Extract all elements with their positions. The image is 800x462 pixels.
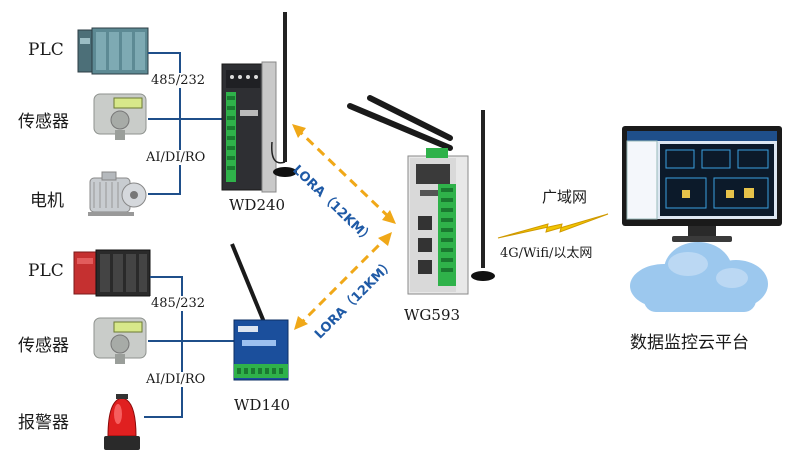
bus-line-sensor-top [148, 118, 228, 120]
wd140-device-image [228, 243, 292, 390]
cloud-platform-label: 数据监控云平台 [630, 333, 749, 353]
device-label-alarm: 报警器 [18, 413, 69, 433]
motor-device-image [82, 170, 148, 220]
bus-line-plc-bottom [150, 276, 182, 278]
plc-device-image-top [77, 27, 149, 75]
alarm-light-image [100, 392, 144, 454]
device-label-sensor-top: 传感器 [18, 112, 69, 132]
device-label-plc-top: PLC [28, 40, 64, 60]
wg593-antenna [468, 110, 498, 284]
device-label-sensor-bottom: 传感器 [18, 336, 69, 356]
bus-trunk-bottom [181, 276, 183, 418]
bus-label-aidiro-top: AI/DI/RO [145, 150, 207, 165]
cloud-icon [624, 238, 772, 318]
wd240-device-image [221, 61, 277, 193]
node-label-wd240: WD240 [229, 196, 286, 214]
plc-device-image-bottom [73, 249, 151, 297]
wan-label-bottom: 4G/Wifi/以太网 [500, 246, 593, 261]
device-label-plc-bottom: PLC [28, 261, 64, 281]
bus-line-alarm [144, 416, 182, 418]
node-label-wg593: WG593 [404, 306, 461, 324]
wd240-antenna [270, 12, 300, 178]
sensor-device-image-top [92, 92, 148, 142]
lightning-icon [497, 213, 609, 239]
wg593-gateway-image [347, 95, 500, 300]
sensor-device-image-bottom [92, 316, 148, 366]
bus-line-plc-top [148, 52, 180, 54]
node-label-wd140: WD140 [234, 396, 291, 414]
bus-line-sensor-bottom [148, 340, 234, 342]
bus-trunk-top [179, 52, 181, 195]
monitor-image [622, 126, 782, 244]
wan-label-top: 广域网 [542, 188, 588, 206]
bus-line-motor [148, 193, 180, 195]
bus-label-485-top: 485/232 [150, 73, 207, 88]
device-label-motor: 电机 [30, 191, 64, 211]
bus-label-485-bottom: 485/232 [150, 296, 207, 311]
bus-label-aidiro-bottom: AI/DI/RO [145, 372, 207, 387]
